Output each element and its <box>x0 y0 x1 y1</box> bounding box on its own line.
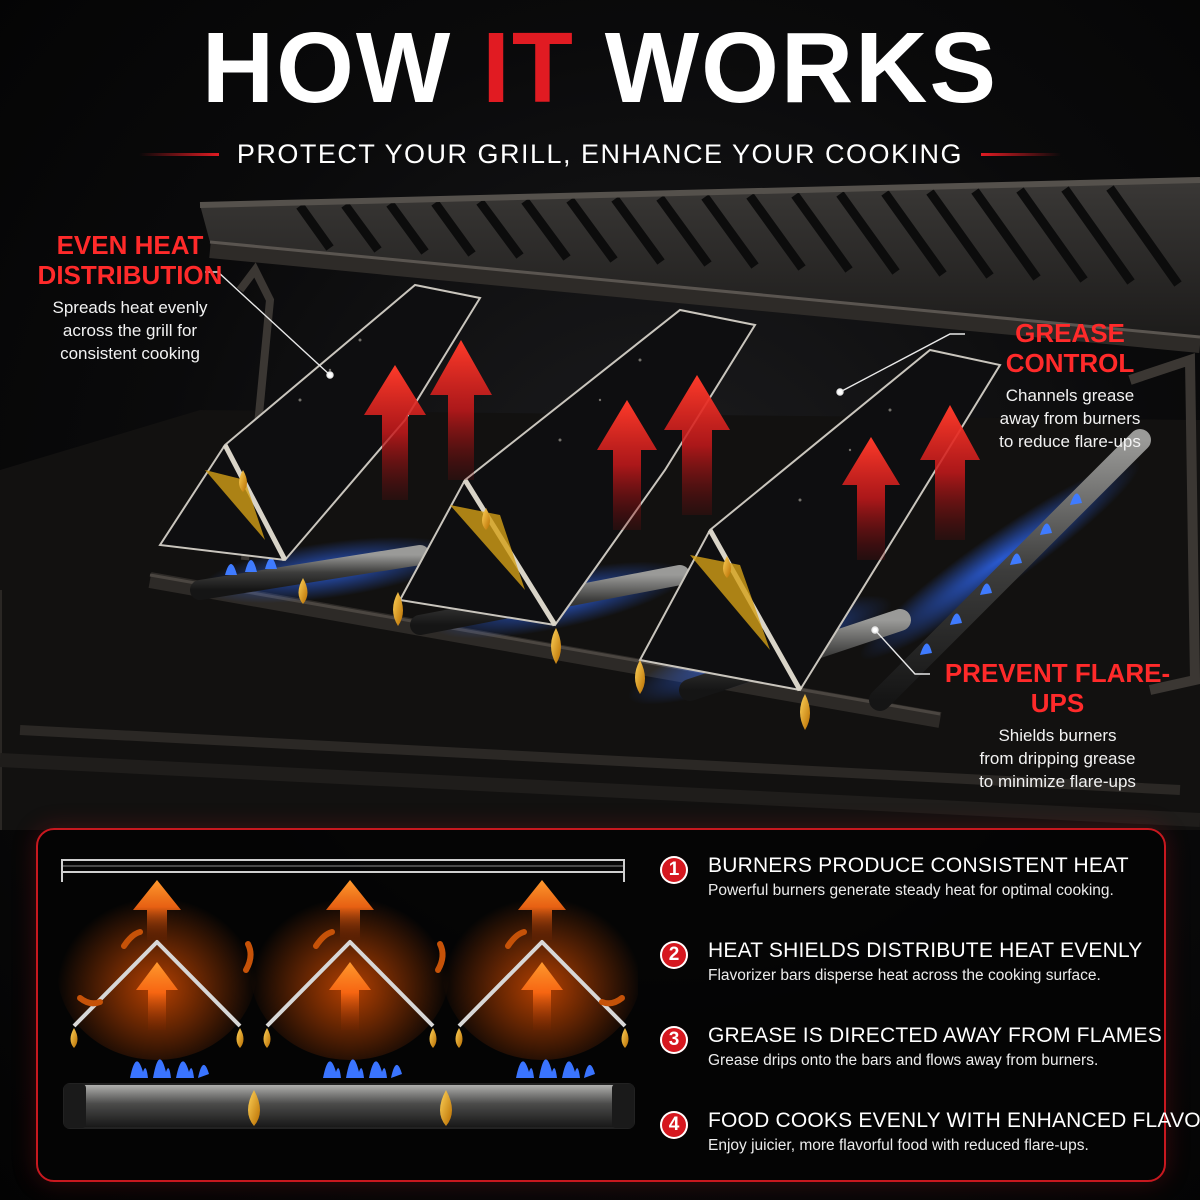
title-highlight: IT <box>482 12 575 124</box>
step-2-badge: 2 <box>660 941 688 969</box>
callout-even-heat-desc: Spreads heat evenly across the grill for… <box>30 296 230 365</box>
step-4-title: FOOD COOKS EVENLY WITH ENHANCED FLAVOR <box>708 1109 1200 1132</box>
callout-prevent-flareups-title: PREVENT FLARE-UPS <box>944 658 1171 718</box>
subtitle-row: PROTECT YOUR GRILL, ENHANCE YOUR COOKING <box>0 136 1200 172</box>
callout-prevent-flareups-desc-line2: from dripping grease <box>979 749 1136 768</box>
steps-list: 1 BURNERS PRODUCE CONSISTENT HEAT Powerf… <box>660 852 1200 1192</box>
callout-grease-control-title: GREASE CONTROL <box>1005 318 1135 378</box>
diagram-curl-arrows <box>77 929 625 1007</box>
grill-illustration <box>0 177 1200 830</box>
callout-grease-control-desc-line3: to reduce flare-ups <box>999 432 1141 451</box>
how-it-works-panel: 1 BURNERS PRODUCE CONSISTENT HEAT Powerf… <box>36 828 1200 1182</box>
callout-even-heat-title: EVEN HEAT DISTRIBUTION <box>30 230 230 290</box>
step-2-title: HEAT SHIELDS DISTRIBUTE HEAT EVENLY <box>708 939 1143 962</box>
diagram-grate <box>61 859 625 882</box>
step-1-title: BURNERS PRODUCE CONSISTENT HEAT <box>708 854 1129 877</box>
callout-grease-control-desc: Channels grease away from burners to red… <box>950 384 1190 453</box>
callout-grease-control-desc-line1: Channels grease <box>1005 386 1135 405</box>
callout-even-heat-title-line2: DISTRIBUTION <box>37 260 223 290</box>
callout-prevent-flareups-desc-line1: Shields burners <box>998 726 1117 745</box>
step-3-badge: 3 <box>660 1026 688 1054</box>
step-4-desc: Enjoy juicier, more flavorful food with … <box>708 1137 1089 1154</box>
diagram-grease-drops <box>70 1028 629 1126</box>
callout-grease-control-desc-line2: away from burners <box>999 409 1141 428</box>
step-4-badge: 4 <box>660 1111 688 1139</box>
callout-prevent-flareups-desc-line3: to minimize flare-ups <box>979 772 1136 791</box>
step-2-text: HEAT SHIELDS DISTRIBUTE HEAT EVENLY Flav… <box>708 937 1143 987</box>
callout-prevent-flareups: PREVENT FLARE-UPS Shields burners from d… <box>925 658 1190 793</box>
callout-even-heat: EVEN HEAT DISTRIBUTION Spreads heat even… <box>30 230 230 365</box>
step-4: 4 FOOD COOKS EVENLY WITH ENHANCED FLAVOR… <box>660 1107 1200 1192</box>
step-2: 2 HEAT SHIELDS DISTRIBUTE HEAT EVENLY Fl… <box>660 937 1150 1022</box>
step-1-badge: 1 <box>660 856 688 884</box>
diagram-shields <box>72 940 627 1028</box>
subtitle-right-rule <box>981 152 1062 156</box>
diagram-heat-arrows <box>133 880 566 1030</box>
step-3: 3 GREASE IS DIRECTED AWAY FROM FLAMES Gr… <box>660 1022 1162 1107</box>
callout-even-heat-desc-line3: consistent cooking <box>60 344 200 363</box>
callout-grease-control: GREASE CONTROL Channels grease away from… <box>950 318 1190 453</box>
step-2-desc: Flavorizer bars disperse heat across the… <box>708 967 1101 984</box>
diagram-burner-tube <box>63 1083 635 1129</box>
callout-prevent-flareups-desc: Shields burners from dripping grease to … <box>925 724 1190 793</box>
subtitle-left-rule <box>138 152 219 156</box>
step-1-desc: Powerful burners generate steady heat fo… <box>708 882 1114 899</box>
cross-section-diagram <box>57 859 638 1129</box>
callout-even-heat-desc-line2: across the grill for <box>62 321 198 340</box>
callout-even-heat-desc-line1: Spreads heat evenly <box>52 298 208 317</box>
step-3-desc: Grease drips onto the bars and flows awa… <box>708 1052 1099 1069</box>
step-3-text: GREASE IS DIRECTED AWAY FROM FLAMES Grea… <box>708 1022 1162 1072</box>
title-part1: HOW <box>201 12 483 124</box>
step-3-title: GREASE IS DIRECTED AWAY FROM FLAMES <box>708 1024 1162 1047</box>
step-1-text: BURNERS PRODUCE CONSISTENT HEAT Powerful… <box>708 852 1129 902</box>
step-1: 1 BURNERS PRODUCE CONSISTENT HEAT Powerf… <box>660 852 1150 937</box>
callout-even-heat-title-line1: EVEN HEAT <box>56 230 204 260</box>
page-title: HOW IT WORKS <box>0 18 1200 118</box>
diagram-flames <box>130 1059 595 1078</box>
title-part2: WORKS <box>574 12 999 124</box>
page-subtitle: PROTECT YOUR GRILL, ENHANCE YOUR COOKING <box>236 138 964 169</box>
step-4-text: FOOD COOKS EVENLY WITH ENHANCED FLAVOR E… <box>708 1107 1200 1157</box>
